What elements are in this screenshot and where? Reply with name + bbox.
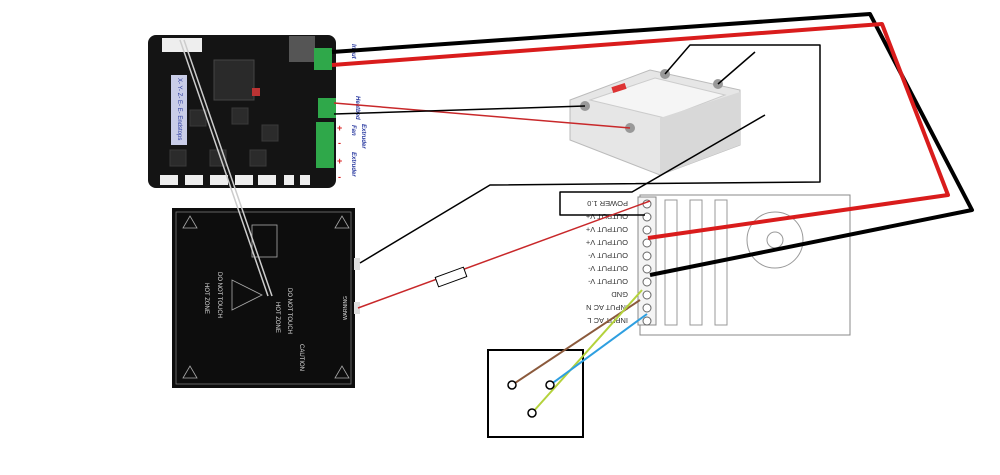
psu-terminal-label: GND bbox=[611, 290, 628, 299]
wire-ac-live bbox=[511, 299, 641, 386]
power-supply bbox=[637, 194, 851, 336]
psu-terminal-screw bbox=[642, 238, 652, 248]
switch-terminal-ground bbox=[527, 408, 537, 418]
wire-ssr-to-psu bbox=[717, 51, 756, 85]
wire-main-positive bbox=[331, 22, 950, 240]
label-fan: Fan bbox=[350, 125, 356, 136]
endstops-sticker-text: X- Y- Z- E- E- Endstops bbox=[176, 78, 182, 140]
wire-bed-positive bbox=[357, 200, 651, 309]
fan-extruder-terminal bbox=[316, 122, 334, 168]
psu-terminal-screw bbox=[642, 251, 652, 261]
polarity-marks: + - + - bbox=[337, 123, 342, 182]
psu-terminal-screw bbox=[642, 316, 652, 326]
warning-text: WARNING bbox=[343, 296, 349, 320]
label-extruder-1: Extruder bbox=[360, 124, 366, 149]
power-switch-box bbox=[487, 349, 584, 438]
fuse bbox=[434, 266, 468, 288]
svg-text:-: - bbox=[338, 172, 341, 182]
wire-ssr-to-bed bbox=[359, 44, 821, 264]
controller-board: X- Y- Z- E- E- Endstops bbox=[148, 35, 336, 188]
psu-terminal-screw bbox=[642, 264, 652, 274]
wire-ssr-to-psu-neg bbox=[559, 114, 766, 216]
wire-ground bbox=[531, 289, 643, 414]
psu-terminal-label: OUTPUT V- bbox=[588, 264, 628, 273]
endstops-sticker bbox=[171, 75, 187, 145]
do-not-touch-text-2: DO NOT TOUCH bbox=[286, 288, 292, 334]
psu-terminal-label: OUTPUT V- bbox=[588, 277, 628, 286]
hot-zone-text-2: HOT ZONE bbox=[274, 302, 280, 333]
psu-terminal-label: INPUT AC N bbox=[586, 303, 628, 312]
psu-terminal-screw bbox=[642, 277, 652, 287]
svg-text:+: + bbox=[337, 123, 342, 133]
psu-terminal-label: OUTPUT V- bbox=[588, 251, 628, 260]
hot-zone-text-1: HOT ZONE bbox=[203, 283, 209, 314]
psu-terminal-screw bbox=[642, 225, 652, 235]
psu-terminal-screw bbox=[642, 212, 652, 222]
wires bbox=[331, 12, 974, 418]
heatbed-terminal bbox=[318, 98, 336, 118]
switch-terminal-neutral bbox=[545, 380, 555, 390]
thermistor-wires bbox=[179, 39, 273, 297]
wire-ac-neutral bbox=[549, 313, 648, 386]
wire-main-negative bbox=[331, 12, 974, 277]
wire-heatbed-ssr-signal-pos bbox=[333, 102, 631, 129]
wire-heatbed-ssr-signal-neg bbox=[333, 105, 586, 115]
switch-terminal-live bbox=[507, 380, 517, 390]
svg-text:-: - bbox=[338, 138, 341, 148]
psu-terminal-screw bbox=[642, 303, 652, 313]
psu-terminal-label: POWER 1.0 bbox=[587, 199, 628, 208]
psu-terminal-screw bbox=[642, 290, 652, 300]
label-heatbed: Heatbed bbox=[354, 96, 360, 120]
label-extruder-2: Extruder bbox=[350, 152, 356, 177]
psu-terminal-label: OUTPUT V+ bbox=[585, 225, 628, 234]
svg-text:+: + bbox=[337, 156, 342, 166]
psu-terminal-label: OUTPUT V+ bbox=[585, 238, 628, 247]
input-terminal bbox=[314, 48, 332, 70]
do-not-touch-text-1: DO NOT TOUCH bbox=[216, 272, 222, 318]
solid-state-relay bbox=[569, 69, 741, 176]
heated-bed: HOT ZONE DO NOT TOUCH HOT ZONE DO NOT TO… bbox=[172, 208, 360, 388]
caution-text: CAUTION bbox=[298, 344, 304, 371]
